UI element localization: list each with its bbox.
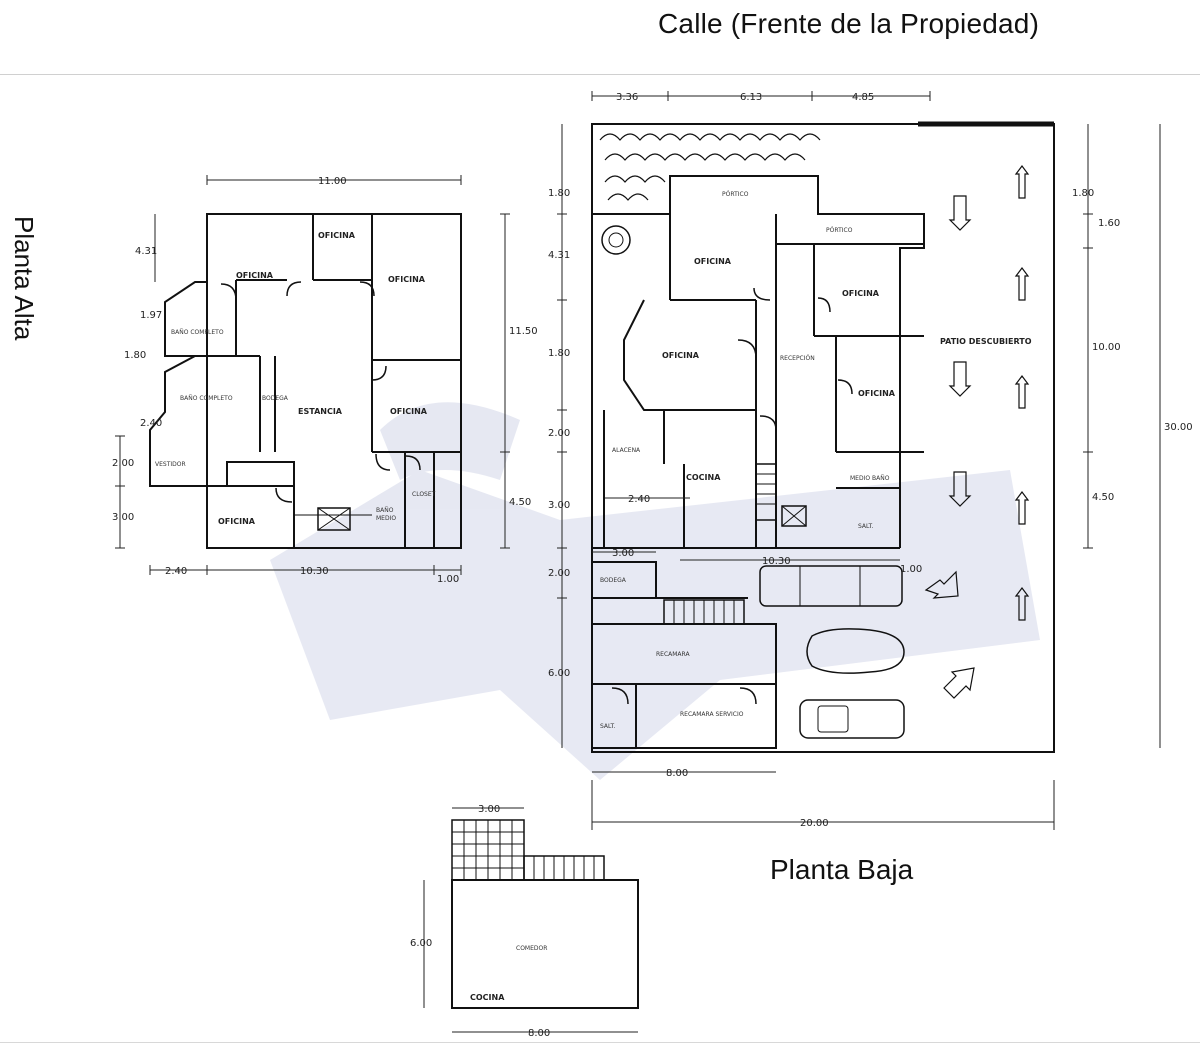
dimension-label: 1.80 (124, 350, 146, 361)
street-front-title: Calle (Frente de la Propiedad) (658, 8, 1040, 39)
dimension-label: 2.00 (548, 568, 570, 579)
upper-room-label: OFICINA (236, 271, 274, 280)
upper-room-label: BAÑO COMPLETO (171, 329, 224, 336)
dimension-label: 11.50 (509, 326, 538, 337)
ground-room-label: SALT. (858, 523, 873, 530)
dimension-label: 3.00 (112, 512, 134, 523)
dimension-label: 1.97 (140, 310, 162, 321)
top-divider (0, 74, 1200, 75)
dimension-label: 3.00 (548, 500, 570, 511)
ground-room-label: OFICINA (662, 351, 700, 360)
ground-room-label: RECAMARA SERVICIO (680, 711, 744, 718)
dimension-label: 6.00 (410, 938, 432, 949)
ground-room-label: ALACENA (612, 447, 641, 454)
dimension-label: 11.00 (318, 176, 347, 187)
dimension-label: 2.40 (165, 566, 187, 577)
ground-floor-dimensions (557, 91, 1161, 830)
dimension-label: 6.00 (548, 668, 570, 679)
ground-room-label: PÓRTICO (722, 191, 749, 198)
ground-room-label: RECEPCIÓN (780, 355, 815, 362)
ground-room-label: OFICINA (694, 257, 732, 266)
dimension-label: 10.30 (762, 556, 791, 567)
dimension-label: 2.40 (140, 418, 162, 429)
dimension-label: 10.00 (1092, 342, 1121, 353)
upper-floor-dimensions (115, 175, 510, 575)
dimension-label: 1.80 (1072, 188, 1094, 199)
upper-room-label: BODEGA (262, 395, 289, 402)
ground-floor-dimension-labels: 3.36 6.13 4.85 1.80 4.31 1.80 2.00 3.00 … (548, 92, 1193, 829)
dimension-label: 2.00 (548, 428, 570, 439)
roof-labels: COMEDOR COCINA (470, 945, 547, 1002)
dimension-label: 1.80 (548, 348, 570, 359)
ground-floor-label: Planta Baja (770, 854, 914, 885)
ground-room-label: MEDIO BAÑO (850, 475, 890, 482)
dimension-label: 8.00 (666, 768, 688, 779)
upper-floor-dimension-labels: 11.00 11.50 4.50 10.30 2.40 1.00 4.31 1.… (112, 176, 538, 585)
dimension-label: 6.13 (740, 92, 762, 103)
dimension-label: 10.30 (300, 566, 329, 577)
upper-room-label: OFICINA (318, 231, 356, 240)
dimension-label: 2.40 (628, 494, 650, 505)
dimension-label: 4.85 (852, 92, 874, 103)
upper-floor-plan (149, 213, 462, 549)
dimension-label: 4.50 (1092, 492, 1114, 503)
ground-room-label: RECAMARA (656, 651, 690, 658)
ground-room-label: BODEGA (600, 577, 627, 584)
roof-plan (451, 819, 639, 1009)
roof-room-label: COMEDOR (516, 945, 547, 952)
dimension-label: 4.31 (548, 250, 570, 261)
dimension-label: 1.60 (1098, 218, 1120, 229)
ground-room-label: OFICINA (842, 289, 880, 298)
bottom-divider (0, 1042, 1200, 1043)
dimension-label: 30.00 (1164, 422, 1193, 433)
ground-room-label: OFICINA (858, 389, 896, 398)
upper-floor-label: Planta Alta (9, 216, 39, 341)
roof-dimensions (423, 807, 638, 1033)
dimension-label: 4.50 (509, 497, 531, 508)
ground-room-label: PATIO DESCUBIERTO (940, 337, 1032, 346)
upper-room-label: BAÑO (376, 507, 394, 514)
dimension-label: 1.80 (548, 188, 570, 199)
upper-floor-labels: OFICINA OFICINA OFICINA OFICINA OFICINA … (155, 231, 436, 526)
dimension-label: 4.31 (135, 246, 157, 257)
upper-room-label: BAÑO COMPLETO (180, 395, 233, 402)
dimension-label: 1.00 (437, 574, 459, 585)
dimension-label: 3.00 (612, 548, 634, 559)
roof-dimension-labels: 3.00 6.00 8.00 (410, 804, 550, 1039)
ground-floor-plan (591, 121, 1055, 753)
upper-room-label: CLOSET (412, 491, 436, 498)
ground-room-label: COCINA (686, 473, 721, 482)
dimension-label: 2.00 (112, 458, 134, 469)
upper-room-label: VESTIDOR (155, 461, 186, 468)
ground-room-label: PÓRTICO (826, 227, 853, 234)
dimension-label: 1.00 (900, 564, 922, 575)
dimension-label: 3.00 (478, 804, 500, 815)
roof-room-label: COCINA (470, 993, 505, 1002)
dimension-label: 20.00 (800, 818, 829, 829)
upper-room-label: OFICINA (388, 275, 426, 284)
dimension-label: 8.00 (528, 1028, 550, 1039)
upper-room-label: MEDIO (376, 515, 396, 522)
upper-room-label: OFICINA (218, 517, 256, 526)
ground-floor-labels: PÓRTICO PÓRTICO OFICINA OFICINA OFICINA … (600, 191, 1032, 730)
ground-room-label: SALT. (600, 723, 615, 730)
upper-room-label: ESTANCIA (298, 407, 343, 416)
dimension-label: 3.36 (616, 92, 638, 103)
upper-room-label: OFICINA (390, 407, 428, 416)
